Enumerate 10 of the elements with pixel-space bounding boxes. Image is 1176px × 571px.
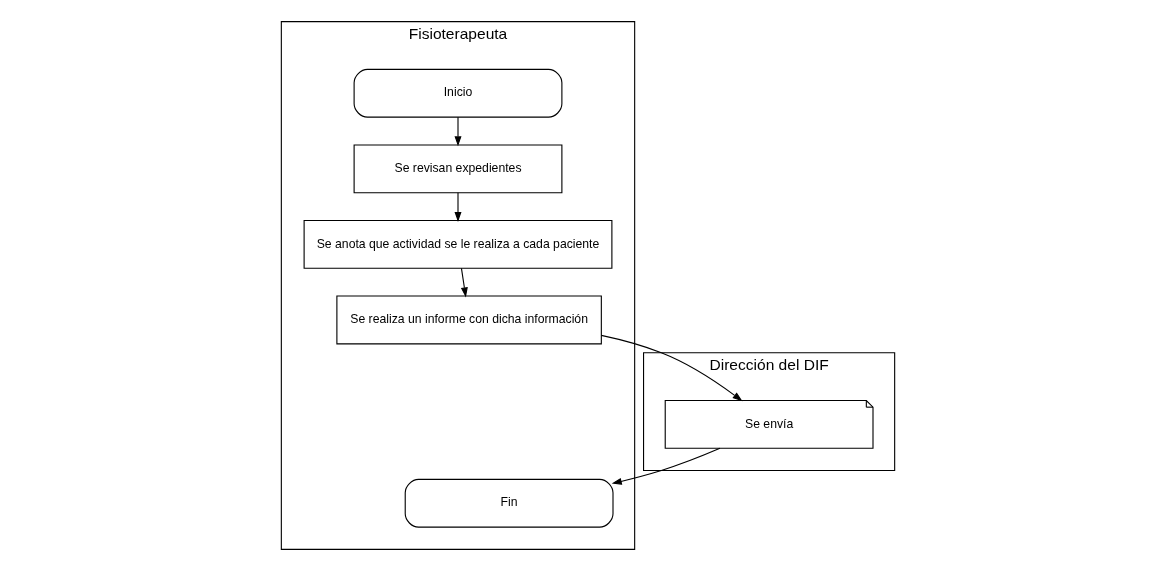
node-box: Inicio [353,68,563,118]
arrow [454,192,462,222]
node-box: Se anota que actividad se le realiza a cada paciente [303,219,613,269]
arrow [600,334,743,402]
node-box: Se revisan expedientes [353,144,563,194]
node-box: Se realiza un informe con dicha información [336,295,602,345]
arrow [454,116,462,147]
arrow [611,447,721,485]
node-box: Fin [404,478,614,528]
arrow [460,267,468,298]
